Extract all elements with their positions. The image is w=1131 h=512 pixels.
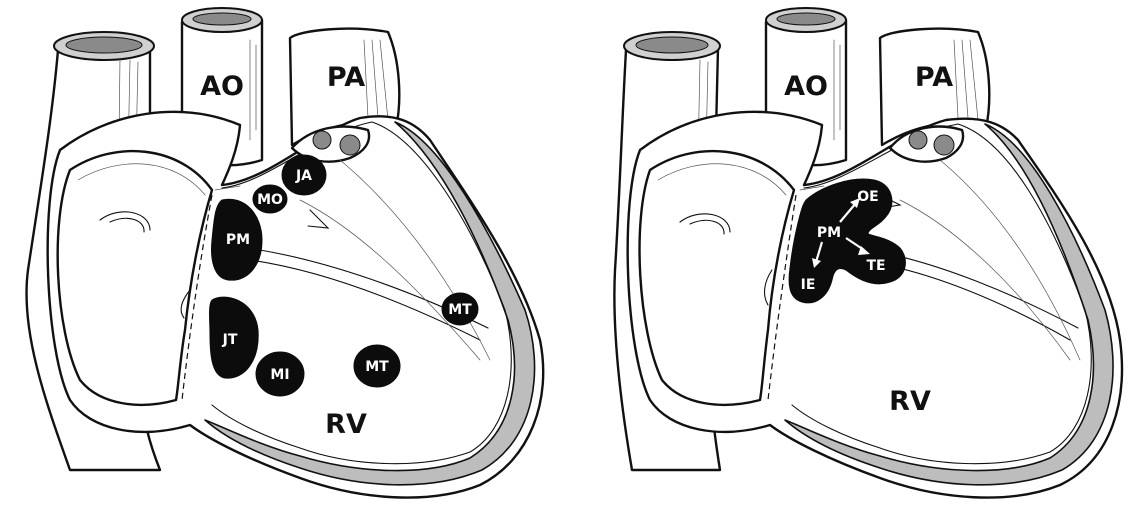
right-label-rv: RV	[889, 386, 931, 417]
left-site-ja: JA	[282, 155, 326, 195]
label-mo: MO	[257, 192, 283, 208]
label-jt: JT	[222, 332, 238, 348]
left-site-mt-inner: MT	[354, 345, 400, 387]
left-site-mt-outer: MT	[442, 293, 478, 325]
right-heart-diagram: PM OE TE IE AO PA RV	[614, 8, 1122, 498]
right-label-oe: OE	[857, 189, 878, 205]
right-label-te: TE	[866, 258, 885, 274]
label-ja: JA	[295, 168, 312, 184]
right-label-pm: PM	[817, 225, 841, 241]
left-label-rv: RV	[325, 409, 367, 440]
left-label-ao: AO	[200, 71, 244, 102]
label-mt-inner: MT	[365, 359, 389, 375]
label-mi: MI	[270, 367, 289, 383]
right-label-ie: IE	[801, 277, 816, 293]
left-site-mi: MI	[256, 352, 304, 396]
right-label-pa: PA	[915, 62, 953, 93]
label-pm: PM	[226, 232, 250, 248]
left-heart-diagram: JA MO PM JT MI MT MT AO PA RV	[26, 8, 543, 498]
left-site-mo: MO	[253, 185, 287, 213]
right-label-ao: AO	[784, 71, 828, 102]
label-mt-outer: MT	[448, 302, 472, 318]
left-label-pa: PA	[327, 62, 365, 93]
